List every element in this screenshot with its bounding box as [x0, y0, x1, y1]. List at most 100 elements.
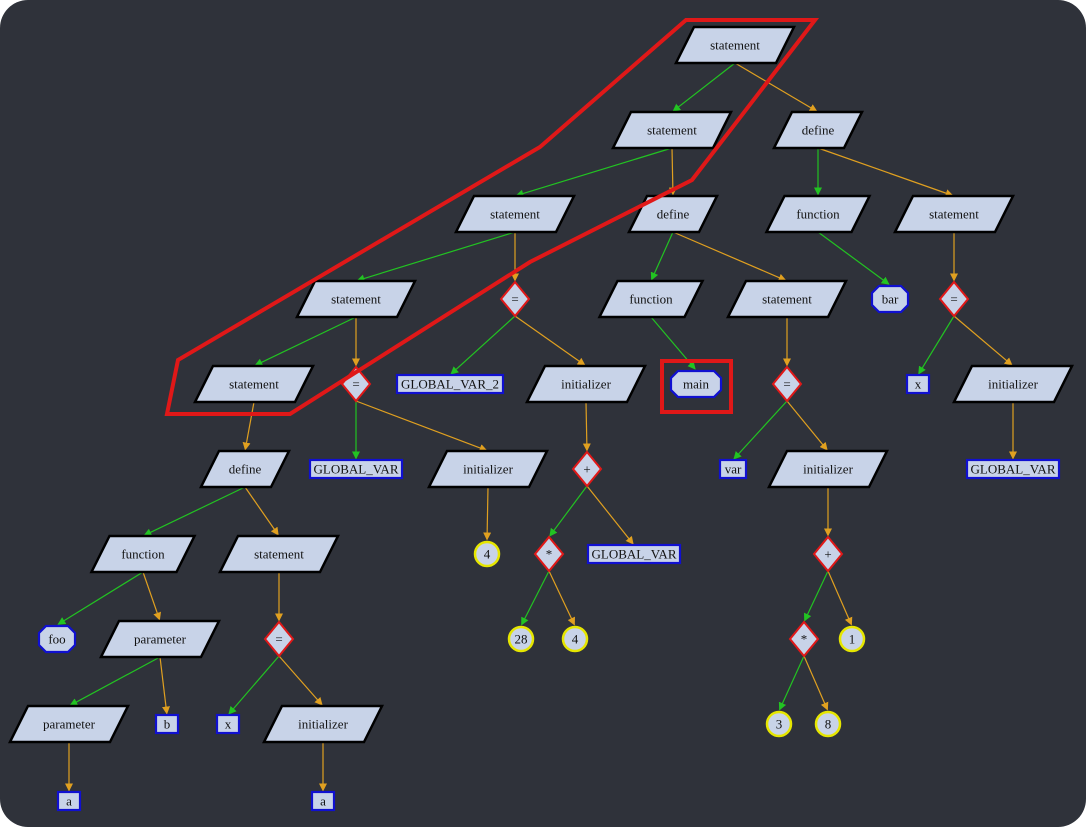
edge-n9-n17: [514, 315, 586, 366]
node-box-n48: a: [56, 790, 82, 812]
node-shape-n45: [261, 704, 385, 744]
node-circle-n31: 4: [473, 540, 501, 568]
node-label-n27: initializer: [803, 462, 853, 477]
node-box-n23: GLOBAL_VAR: [308, 458, 404, 480]
node-label-n47: 8: [825, 717, 832, 732]
node-para-n6: function: [764, 194, 872, 234]
node-para-n8: statement: [294, 279, 418, 319]
node-label-n46: 3: [776, 717, 783, 732]
edge-n6-n12: [817, 231, 890, 285]
node-label-n32: *: [546, 547, 553, 562]
edge-n4-n8: [356, 231, 516, 283]
edge-n14-n22: [242, 401, 255, 451]
node-oct-n12: bar: [870, 284, 910, 314]
node-shape-n22: [198, 449, 292, 489]
node-shape-n40: [788, 620, 820, 658]
edge-n32-n38: [521, 570, 550, 626]
highlight-layer: [164, 18, 820, 416]
edge-n29-n36: [142, 571, 161, 621]
node-label-n4: statement: [490, 207, 540, 222]
node-label-n15: =: [352, 377, 359, 392]
node-label-n37: =: [275, 632, 282, 647]
node-shape-n13: [938, 280, 970, 318]
node-oct-n35: foo: [37, 624, 77, 654]
edge-n3-n7: [817, 147, 954, 197]
edge-n36-n43: [159, 656, 170, 715]
node-diamond-n34: +: [812, 535, 844, 573]
node-shape-n18: [669, 369, 723, 399]
node-shape-n6: [764, 194, 872, 234]
node-diamond-n13: =: [938, 280, 970, 318]
node-diamond-n37: =: [263, 620, 295, 658]
node-shape-n47: [814, 710, 842, 738]
edge-n1-n3: [734, 62, 818, 112]
node-label-n25: +: [583, 462, 590, 477]
node-shape-n20: [905, 373, 931, 395]
edge-n37-n44: [228, 655, 280, 715]
node-shape-n32: [533, 535, 565, 573]
node-shape-n28: [965, 458, 1061, 480]
node-label-n39: 4: [572, 632, 579, 647]
node-para-n42: parameter: [7, 704, 131, 744]
node-label-n41: 1: [849, 632, 856, 647]
node-shape-n48: [56, 790, 82, 812]
node-shape-n39: [561, 625, 589, 653]
node-para-n36: parameter: [98, 619, 222, 659]
node-shape-n49: [310, 790, 336, 812]
edge-n32-n39: [548, 570, 575, 626]
node-para-n27: initializer: [766, 449, 890, 489]
node-shape-n9: [499, 280, 531, 318]
edge-n34-n41: [827, 570, 853, 626]
edge-n40-n47: [803, 655, 829, 711]
edge-n22-n30: [244, 486, 279, 536]
node-shape-n41: [838, 625, 866, 653]
node-shape-n11: [725, 279, 849, 319]
node-shape-n27: [766, 449, 890, 489]
node-para-n5: define: [626, 194, 720, 234]
node-box-n33: GLOBAL_VAR: [586, 543, 682, 565]
edges-layer: [57, 62, 1017, 792]
node-label-n49: a: [320, 794, 326, 809]
edge-n17-n25: [582, 401, 591, 452]
node-shape-n7: [892, 194, 1016, 234]
highlight-statement-chain: [164, 18, 820, 416]
node-shape-n14: [192, 364, 316, 404]
node-shape-n23: [308, 458, 404, 480]
node-label-n8: statement: [331, 292, 381, 307]
node-box-n26: var: [718, 458, 748, 480]
node-label-n45: initializer: [298, 717, 348, 732]
node-circle-n46: 3: [765, 710, 793, 738]
node-shape-n29: [89, 534, 197, 574]
node-shape-n4: [453, 194, 577, 234]
node-label-n11: statement: [762, 292, 812, 307]
node-shape-n21: [951, 364, 1075, 404]
node-circle-n39: 4: [561, 625, 589, 653]
node-label-n12: bar: [882, 292, 899, 307]
edge-n15-n24: [355, 400, 488, 452]
edge-n2-n5: [668, 147, 677, 196]
node-shape-n10: [597, 279, 705, 319]
edge-n37-n45: [278, 655, 323, 706]
node-para-n21: initializer: [951, 364, 1075, 404]
node-shape-n3: [771, 110, 865, 150]
node-shape-n16: [395, 373, 505, 395]
node-shape-n17: [524, 364, 648, 404]
edge-n5-n10: [650, 231, 674, 281]
node-shape-n12: [870, 284, 910, 314]
node-shape-n33: [586, 543, 682, 565]
node-label-n20: x: [915, 377, 922, 392]
edge-n25-n32: [549, 485, 588, 537]
node-diamond-n25: +: [571, 450, 603, 488]
highlight-main: [660, 359, 733, 414]
node-label-n43: b: [164, 717, 171, 732]
node-label-n33: GLOBAL_VAR: [592, 547, 677, 562]
node-shape-n25: [571, 450, 603, 488]
node-label-n17: initializer: [561, 377, 611, 392]
node-label-n30: statement: [254, 547, 304, 562]
edge-n22-n29: [143, 486, 246, 536]
node-shape-n38: [507, 625, 535, 653]
node-label-n28: GLOBAL_VAR: [971, 462, 1056, 477]
node-box-n44: x: [215, 713, 241, 735]
